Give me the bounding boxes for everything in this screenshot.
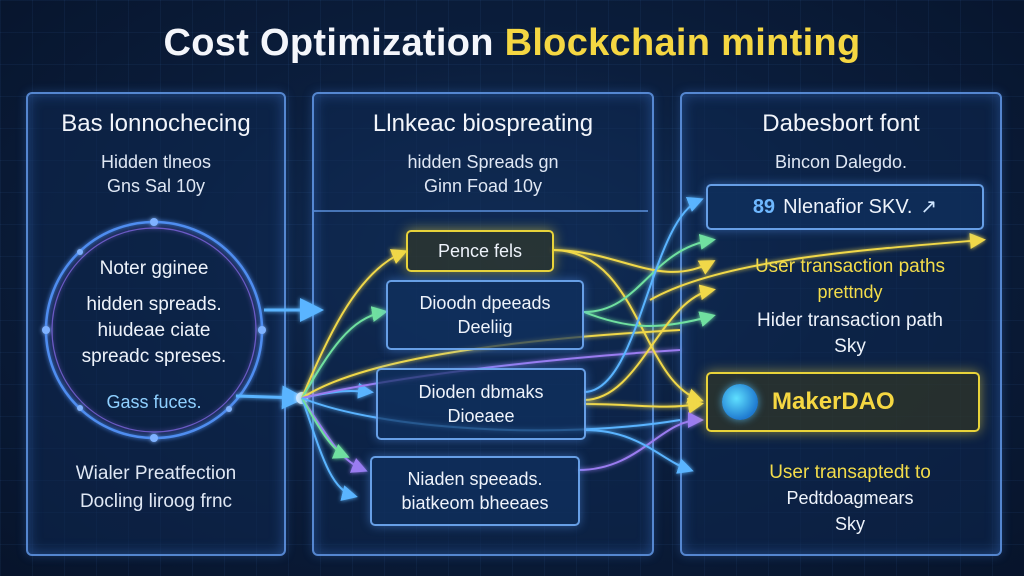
circle-line-4: spreadc spreses. [81,346,227,367]
niaden-box-line-2: biatkeom bheeaes [401,493,549,513]
dioodn-box-line-2: Deeliig [457,317,513,337]
external-arrow-icon: ↗ [920,196,938,218]
pence-fels-box: Pence fels [406,230,554,272]
right-connectors [551,197,986,474]
nlenafior-label: Nlenafior SKV. [783,196,913,218]
dioodn-box-line-1: Dioodn dpeeads [419,293,551,313]
middle-header-divider [314,210,648,212]
right-panel-heading: Dabesbort font [762,110,920,137]
circle-line-3: hiudeae ciate [97,320,211,341]
makerdao-logo-icon [722,384,758,420]
left-connectors [235,298,324,410]
orbit-circle [42,218,266,442]
middle-panel-sub-1: hidden Spreads gn [407,152,559,172]
left-panel: Bas lonnochecing Hidden tlneos Gns Sal 1… [26,92,286,556]
circle-line-1: Noter gginee [99,258,209,279]
hider-paths-line-2: Sky [834,336,866,357]
dioden-box: Dioden dbmaks Dioeaee [376,368,586,440]
user-transapted-line-2: Pedtdoagmears [786,488,914,508]
left-panel-bottom-2: Docling liroog frnc [79,491,233,512]
nlenafior-box: 89 Nlenafior SKV. ↗ [706,184,984,230]
dioodn-box: Dioodn dpeeads Deeliig [386,280,584,350]
circle-footer: Gass fuces. [106,392,202,412]
niaden-box-line-1: Niaden speeads. [407,469,543,489]
left-panel-bottom-1: Wialer Preatfection [75,463,237,484]
user-transapted-line-1: User transaptedt to [769,462,931,483]
left-panel-heading: Bas lonnochecing [61,110,251,137]
user-paths-line-2: prettndy [817,282,883,302]
user-paths-line-1: User transaction paths [754,256,946,277]
title-part-2: Blockchain minting [504,22,861,64]
title-part-1: Cost Optimization [163,22,494,64]
right-panel-sub: Bincon Dalegdo. [774,152,908,172]
middle-panel-heading: Llnkeac biospreating [372,110,594,137]
niaden-box: Niaden speeads. biatkeom bheeaes [370,456,580,526]
dioden-box-line-1: Dioden dbmaks [418,382,544,402]
middle-panel-sub-2: Ginn Foad 10y [423,176,543,196]
right-panel: Dabesbort font Bincon Dalegdo. [680,92,1002,556]
makerdao-box: MakerDAO [706,372,980,432]
nlenafior-icon: 89 [752,196,776,218]
left-panel-sub-1: Hidden tlneos [100,152,212,172]
page-title: Cost Optimization Blockchain minting [0,22,1024,65]
dioden-box-line-2: Dioeaee [447,406,515,426]
pence-fels-label: Pence fels [437,241,523,261]
makerdao-label: MakerDAO [772,388,895,415]
left-panel-sub-2: Gns Sal 10y [106,176,206,196]
circle-line-2: hidden spreads. [86,294,222,315]
user-transapted-line-3: Sky [834,514,865,534]
hider-paths-line-1: Hider transaction path [757,310,943,331]
